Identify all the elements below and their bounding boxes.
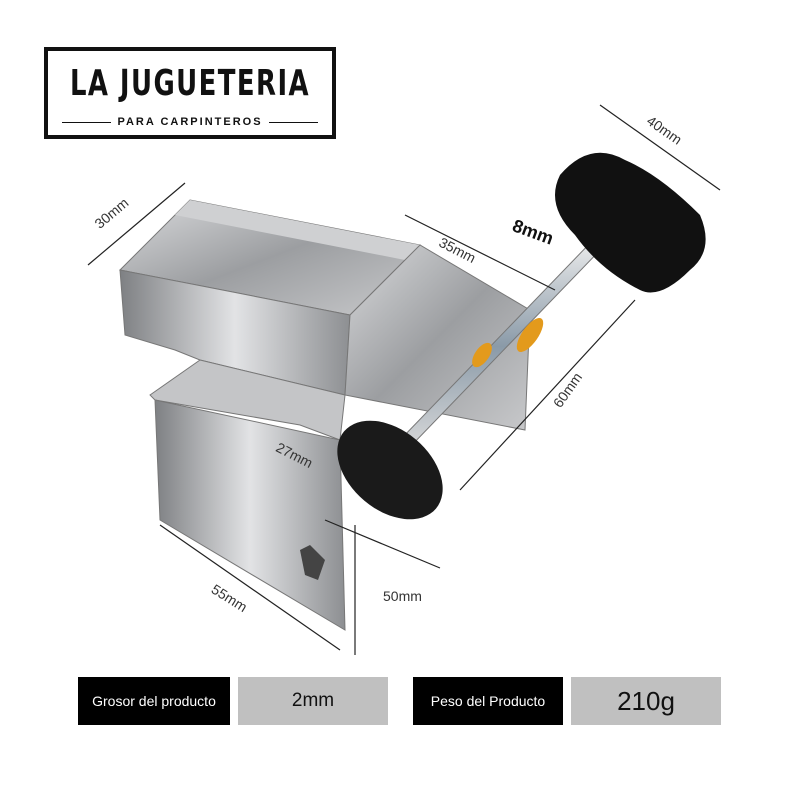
screw bbox=[337, 152, 706, 520]
divider bbox=[62, 121, 112, 123]
logo-subtitle: PARA CARPINTEROS bbox=[117, 116, 263, 128]
spec-label-thickness: Grosor del producto bbox=[78, 677, 230, 725]
logo-subtitle-row: PARA CARPINTEROS bbox=[62, 115, 318, 129]
divider bbox=[268, 121, 318, 123]
brand-logo: LA JUGUETERIA PARA CARPINTEROS bbox=[44, 47, 336, 139]
washer-icon bbox=[472, 342, 492, 368]
spec-value-thickness: 2mm bbox=[238, 677, 388, 725]
dim-height: 50mm bbox=[383, 588, 422, 604]
dimension-lines bbox=[87, 104, 721, 655]
spec-label-weight: Peso del Producto bbox=[413, 677, 563, 725]
spec-value-weight: 210g bbox=[571, 677, 721, 725]
star-knob-icon bbox=[555, 152, 706, 293]
logo-title: LA JUGUETERIA bbox=[69, 63, 311, 104]
pad-icon bbox=[337, 420, 443, 520]
clamp-body bbox=[118, 199, 531, 631]
washer-icon bbox=[516, 317, 544, 353]
